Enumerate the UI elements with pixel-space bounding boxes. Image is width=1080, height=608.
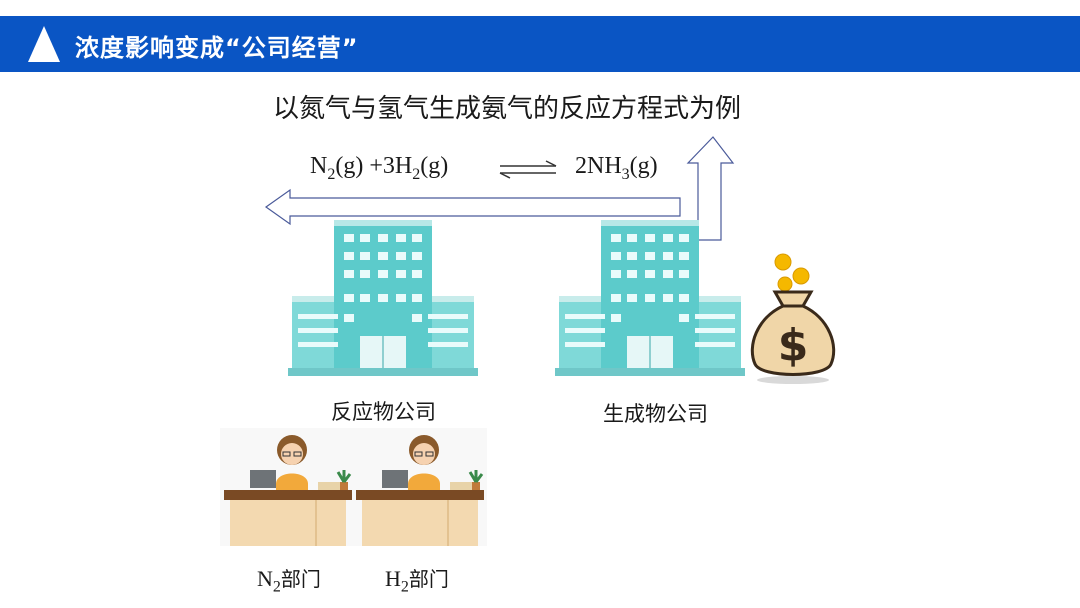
computer-icon <box>382 470 408 488</box>
office-worker-icon <box>352 428 487 546</box>
coin-icon <box>792 267 810 285</box>
equation-reactants: N2(g) +3H2(g) <box>310 153 448 184</box>
n2-dept-subscript: 2 <box>272 578 281 596</box>
plant-icon <box>336 470 352 492</box>
header-bar: 浓度影响变成“公司经营” <box>0 16 1080 72</box>
reactant-state: (g) +3H <box>335 153 413 179</box>
n2-subscript: 2 <box>327 165 336 183</box>
coin-icon <box>777 276 793 292</box>
reactant-company-label: 反应物公司 <box>331 400 436 424</box>
product-building-icon <box>555 220 745 376</box>
equilibrium-arrow-icon <box>499 160 557 179</box>
h2-dept-symbol: H <box>385 566 401 591</box>
h2-subscript: 2 <box>412 165 421 183</box>
product-state: (g) <box>629 153 658 179</box>
n2-symbol: N <box>310 153 328 179</box>
n2-dept-text: 部门 <box>280 567 321 591</box>
coin-icon <box>774 253 792 271</box>
product-subscript: 3 <box>621 165 630 183</box>
h2-dept-subscript: 2 <box>400 578 409 596</box>
reactant-building-icon <box>288 220 478 376</box>
money-bag-icon: $ <box>750 253 836 384</box>
equation-product: 2NH3(g) <box>575 153 658 184</box>
office-worker-icon <box>220 428 355 546</box>
n2-dept-symbol: N <box>257 566 273 591</box>
left-arrow-icon <box>264 188 681 226</box>
dollar-sign-icon: $ <box>778 320 809 371</box>
h2-department-label: H2部门 <box>385 563 449 596</box>
h2-dept-text: 部门 <box>408 567 449 591</box>
page-title: 浓度影响变成“公司经营” <box>75 34 359 62</box>
n2-department-label: N2部门 <box>257 563 321 596</box>
up-arrow-icon <box>686 136 735 241</box>
h2-state: (g) <box>420 153 449 179</box>
plant-icon <box>468 470 484 492</box>
product-formula: 2NH <box>575 153 622 179</box>
product-company-label: 生成物公司 <box>603 402 708 426</box>
subtitle: 以氮气与氢气生成氨气的反应方程式为例 <box>273 94 742 124</box>
computer-icon <box>250 470 276 488</box>
triangle-icon <box>28 26 60 62</box>
